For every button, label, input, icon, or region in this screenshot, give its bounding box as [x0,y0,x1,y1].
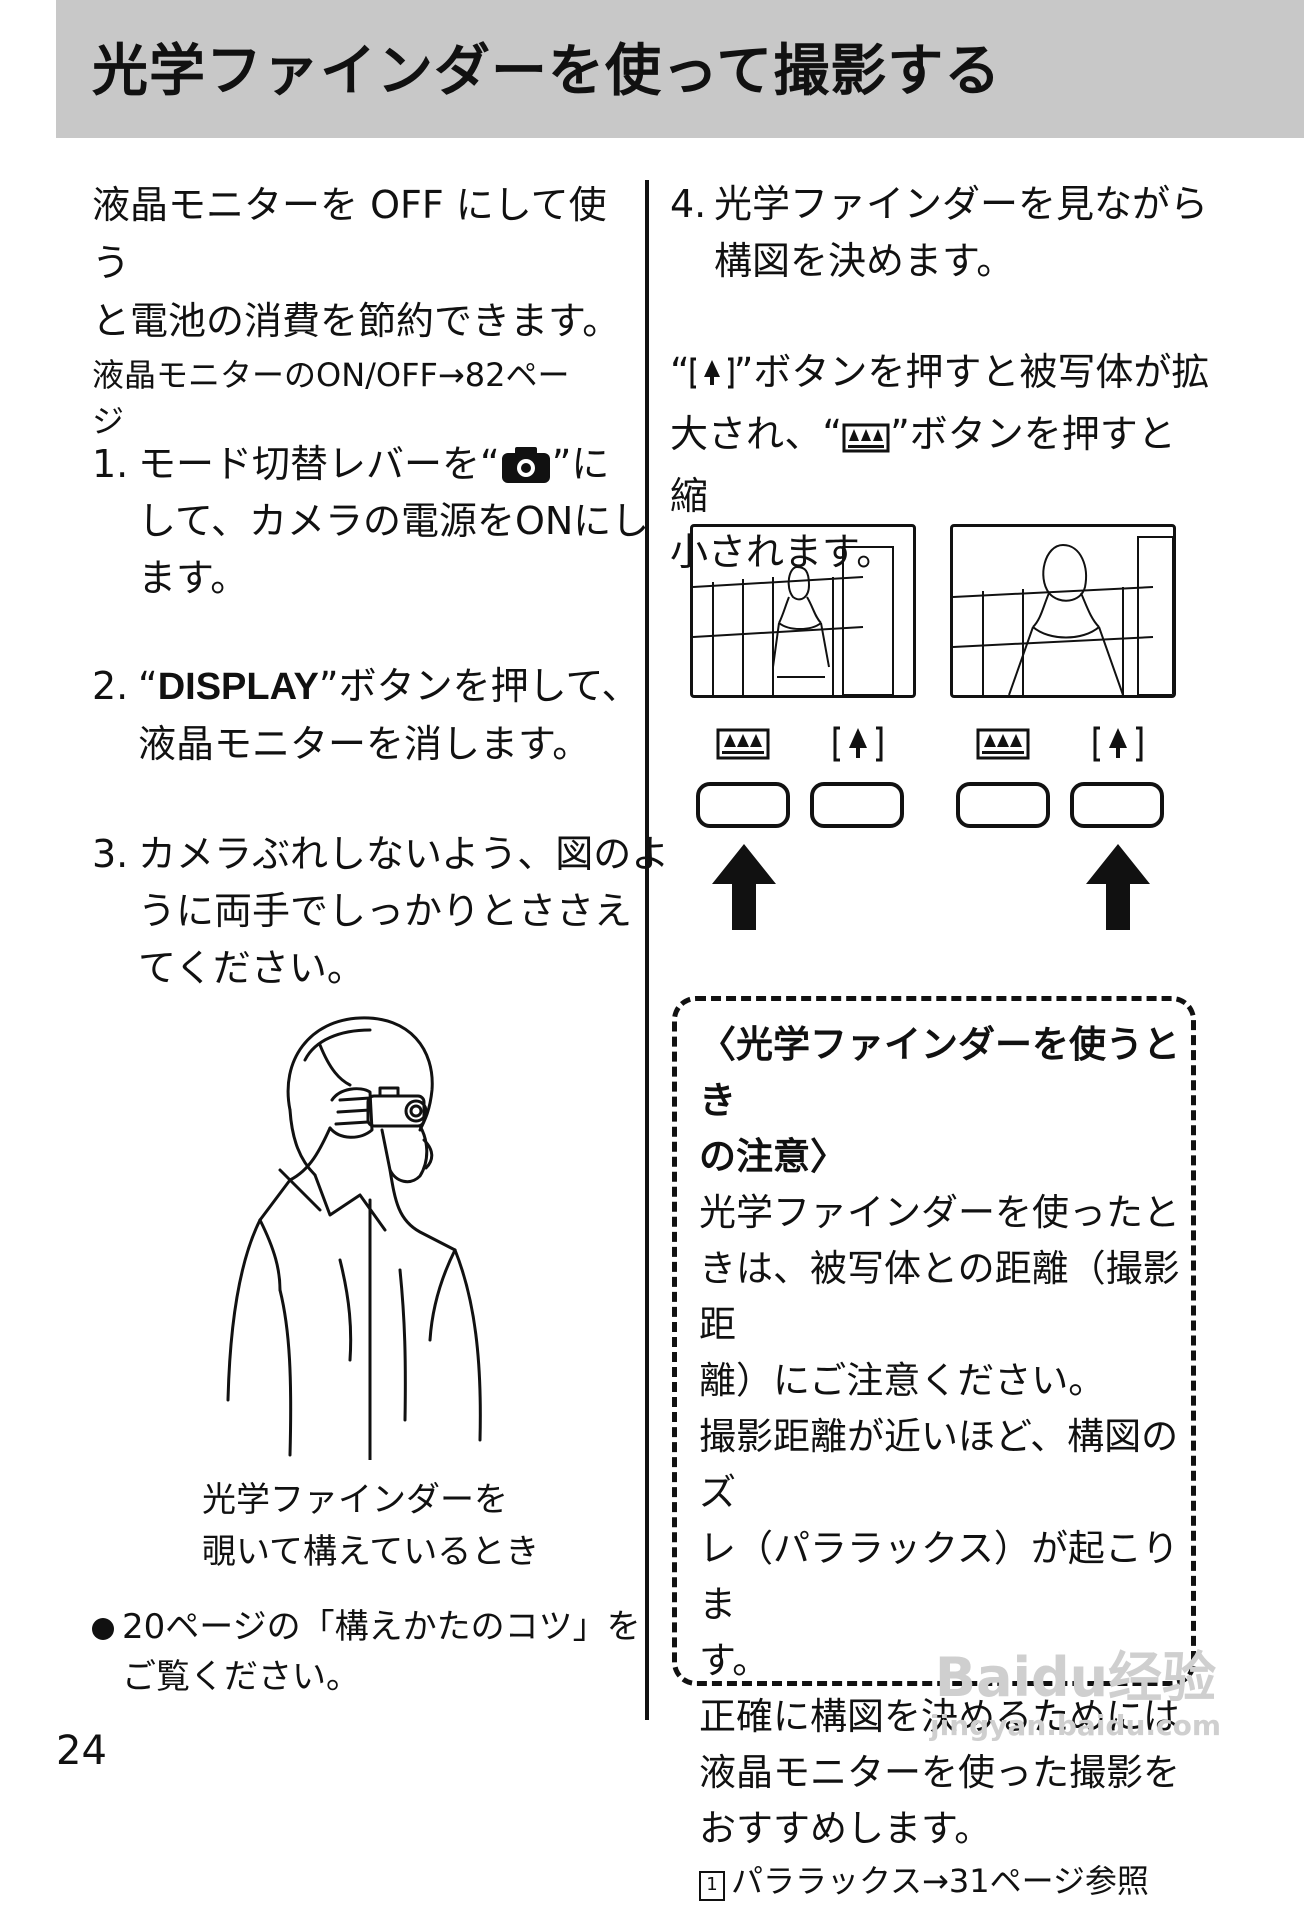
watermark-line-2: jingyan.baidu.com [930,1709,1222,1742]
bullet-note: 20ページの「構えかたのコツ」を ご覧ください。 [92,1602,641,1702]
notice-line: 撮影距離が近いほど、構図のズ [699,1415,1179,1514]
telephoto-view-picture [950,524,1176,698]
step-3-line-3: てください。 [138,946,365,990]
step-1-line-1-end: ”に [551,442,610,486]
zoom-line-1: ”ボタンを押すと被写体が拡 [733,350,1210,394]
zoom-line-3: 小されます。 [670,530,895,574]
column-divider [645,180,649,1720]
step-4-line-1: 光学ファインダーを見ながら [714,182,1209,226]
zoom-in-button-2[interactable] [1070,782,1164,828]
zoom-out-button-2[interactable] [956,782,1050,828]
intro-line-1: 液晶モニターを OFF にして使う [92,183,607,285]
baidu-watermark: Baidu经验 jingyan.baidu.com [930,1648,1221,1744]
intro-line-2: と電池の消費を節約できます。 [92,299,621,343]
wide-view-picture [690,524,916,698]
notice-line: 正確に構図を決めるためには [699,1695,1180,1738]
zoom-in-label-icon-1 [832,724,884,768]
zoom-out-label-icon-1 [716,728,770,764]
caption-line-2: 覗いて構えているとき [202,1532,540,1572]
person-holding-camera-illustration [220,1000,520,1462]
zoom-in-button-1[interactable] [810,782,904,828]
step-2-line-2: 液晶モニターを消します。 [138,722,591,766]
title-bar: 光学ファインダーを使って撮影する [56,0,1304,138]
bullet-icon [92,1617,114,1640]
reference-line-1: 液晶モニターのON/OFF→82ペー [92,356,570,394]
notice-title-line-2: の注意〉 [699,1135,847,1178]
display-button-label: DISPLAY [157,666,319,708]
notice-line: おすすめします。 [699,1807,992,1850]
step-3-line-1: カメラぶれしないよう、図のよ [138,832,670,876]
step-1-number: 1. [92,442,129,486]
bullet-line-1: 20ページの「構えかたのコツ」を [122,1607,641,1647]
step-1-line-3: ます。 [138,556,249,600]
step-4-line-2: 構図を決めます。 [714,239,1015,283]
notice-line: 離）にご注意ください。 [699,1359,1106,1402]
notice-line: レ（パララックス）が起こりま [699,1527,1179,1626]
notice-line: す。 [699,1639,770,1682]
notice-reference-text: パララックス→31ページ参照 [731,1862,1149,1900]
step-1-line-1: モード切替レバーを“ [138,442,500,486]
illustration-caption: 光学ファインダーを 覗いて構えているとき [202,1474,539,1578]
notice-line: 光学ファインダーを使ったと [699,1191,1180,1234]
reference-line-2: ジ [92,402,125,440]
bullet-line-2: ご覧ください。 [122,1657,360,1697]
press-arrow-icon-left [712,844,776,934]
zoom-line-2-start: 大され、“ [670,412,843,456]
page-title: 光学ファインダーを使って撮影する [92,39,1002,104]
reference-mark-icon: 1 [699,1871,725,1901]
step-2-quote-open: “ [138,664,158,708]
zoom-explanation: “ ”ボタンを押すと被写体が拡 大され、“”ボタンを押すと縮 小されます。 [670,344,1210,580]
zoom-in-label-icon-2 [1092,724,1144,768]
left-column: 液晶モニターを OFF にして使う と電池の消費を節約できます。 液晶モニターの… [92,176,632,444]
parallax-notice-box: 〈光学ファインダーを使うとき の注意〉 光学ファインダーを使ったと きは、被写体… [672,996,1196,1901]
zoom-quote-open: “ [670,350,690,394]
press-arrow-icon-right [1086,844,1150,934]
step-2-number: 2. [92,664,129,708]
step-2-line-1: ”ボタンを押して、 [318,664,640,708]
camera-mode-icon [500,444,552,484]
page-number: 24 [56,1728,107,1774]
watermark-line-1: Baidu经验 [934,1646,1217,1709]
zoom-line-2: ”ボタンを押すと縮 [670,412,1176,518]
step-3-line-2: うに両手でしっかりとささえ [138,889,633,933]
notice-line: 液晶モニターを使った撮影を [699,1751,1180,1794]
zoom-in-icon [690,350,734,406]
zoom-out-icon [842,412,890,468]
notice-line: きは、被写体との距離（撮影距 [699,1247,1180,1346]
zoom-out-label-icon-2 [976,728,1030,764]
step-3-number: 3. [92,832,129,876]
zoom-out-button-1[interactable] [696,782,790,828]
step-1-line-2: して、カメラの電源をONにし [138,499,650,543]
caption-line-1: 光学ファインダーを [202,1480,508,1520]
notice-title-line-1: 〈光学ファインダーを使うとき [699,1023,1180,1122]
step-4-number: 4. [670,182,707,226]
